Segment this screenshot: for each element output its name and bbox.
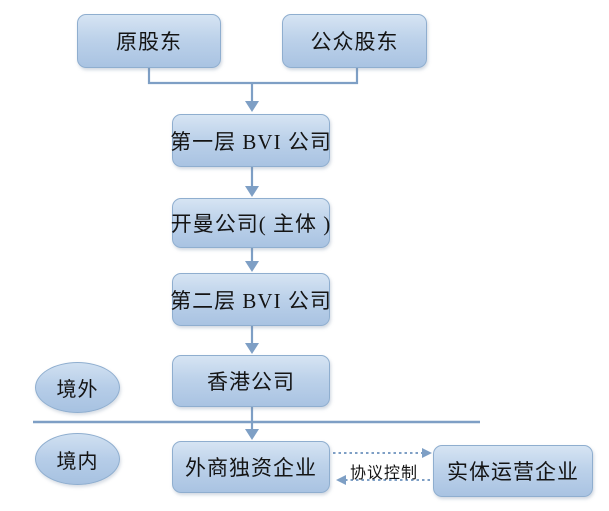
node-hongkong-company: 香港公司 <box>172 355 330 407</box>
arrowhead-to-opco <box>422 448 432 458</box>
arrowhead-to-wfoe-dotted <box>336 475 346 485</box>
node-cayman-company: 开曼公司( 主体 ) <box>171 198 330 248</box>
arrowhead-to-hk <box>245 343 259 354</box>
connector-shareholders-merge <box>147 68 359 85</box>
arrowhead-to-wfoe <box>245 429 259 440</box>
node-operating-entity: 实体运营企业 <box>433 445 593 497</box>
region-offshore-ellipse: 境外 <box>35 362 120 413</box>
arrowhead-to-bvi2 <box>245 261 259 272</box>
node-public-shareholders: 公众股东 <box>282 14 427 68</box>
vie-control-edge-label: 协议控制 <box>349 465 418 482</box>
node-bvi-layer1: 第一层 BVI 公司 <box>170 114 331 167</box>
arrowhead-to-bvi1 <box>245 101 259 112</box>
node-original-shareholders: 原股东 <box>77 14 221 68</box>
node-wfoe: 外商独资企业 <box>172 441 330 493</box>
node-bvi-layer2: 第二层 BVI 公司 <box>170 273 331 326</box>
arrowhead-to-cayman <box>245 186 259 197</box>
region-onshore-ellipse: 境内 <box>35 433 120 485</box>
